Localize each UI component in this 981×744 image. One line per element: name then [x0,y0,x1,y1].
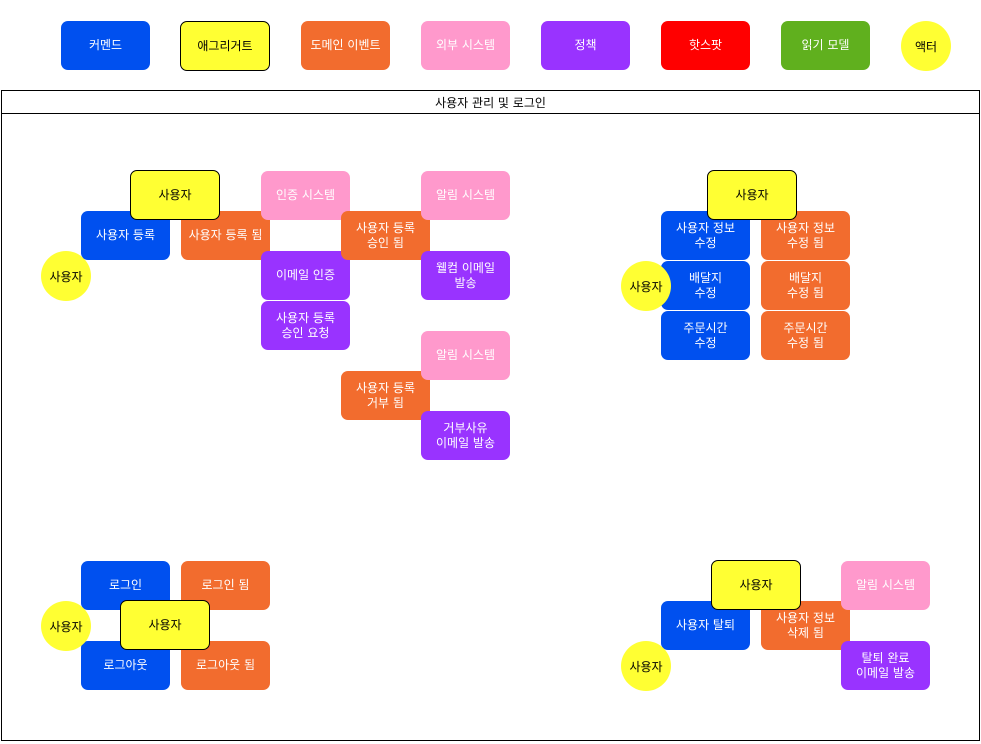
profile-evt-order-time: 주문시간 수정 됨 [761,311,850,360]
login-actor: 사용자 [41,601,91,651]
profile-cmd-order-time: 주문시간 수정 [661,311,750,360]
legend-policy: 정책 [541,21,630,70]
registration-welcome-email: 웰컴 이메일 발송 [421,251,510,300]
registration-event-rejected: 사용자 등록 거부 됨 [341,371,430,420]
registration-auth-system: 인증 시스템 [261,171,350,220]
withdrawal-policy: 탈퇴 완료 이메일 발송 [841,641,930,690]
withdrawal-aggregate: 사용자 [711,560,801,610]
registration-notify-system-1: 알림 시스템 [421,171,510,220]
bounded-context-frame: 사용자 관리 및 로그인 [1,90,980,741]
legend-domain-event: 도메인 이벤트 [301,21,390,70]
profile-evt-info: 사용자 정보 수정 됨 [761,211,850,260]
registration-notify-system-2: 알림 시스템 [421,331,510,380]
legend-command: 커멘드 [61,21,150,70]
legend-aggregate: 애그리거트 [180,21,270,71]
frame-title: 사용자 관리 및 로그인 [2,91,979,114]
legend-read-model: 읽기 모델 [781,21,870,70]
withdrawal-notify-system: 알림 시스템 [841,561,930,610]
legend-actor: 액터 [901,21,951,71]
profile-cmd-address: 배달지 수정 [661,261,750,310]
registration-reject-email: 거부사유 이메일 발송 [421,411,510,460]
profile-actor: 사용자 [621,261,671,311]
withdrawal-actor: 사용자 [621,641,671,691]
legend-hotspot: 핫스팟 [661,21,750,70]
registration-aggregate: 사용자 [130,170,220,220]
registration-actor: 사용자 [41,251,91,301]
registration-event-approved: 사용자 등록 승인 됨 [341,211,430,260]
registration-approval-request: 사용자 등록 승인 요청 [261,301,350,350]
profile-aggregate: 사용자 [707,170,797,220]
login-aggregate: 사용자 [120,600,210,650]
legend-external-system: 외부 시스템 [421,21,510,70]
profile-evt-address: 배달지 수정 됨 [761,261,850,310]
registration-email-auth: 이메일 인증 [261,251,350,300]
